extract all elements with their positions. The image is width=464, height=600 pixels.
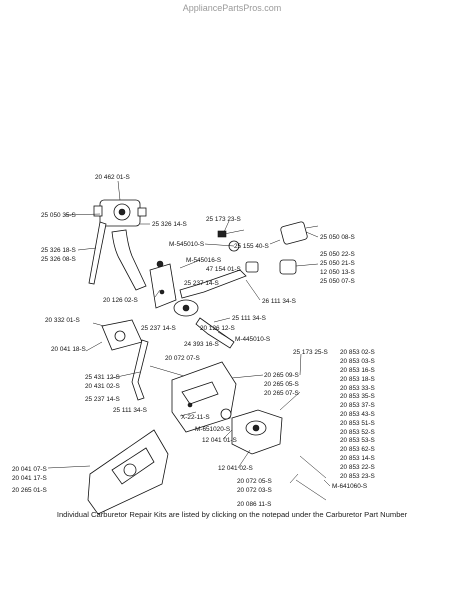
part-label[interactable]: 20 853 43-S: [340, 411, 375, 418]
part-label[interactable]: 20 853 53-S: [340, 437, 375, 444]
part-label[interactable]: 20 853 16-S: [340, 367, 375, 374]
part-label[interactable]: 26 111 34-S: [262, 298, 296, 305]
part-label[interactable]: M-545010-S: [169, 241, 204, 248]
part-label[interactable]: 25 111 34-S: [113, 407, 147, 414]
long-bolts[interactable]: [149, 365, 327, 501]
part-label[interactable]: 20 332 01-S: [45, 317, 80, 324]
part-label[interactable]: 20 853 33-S: [340, 385, 375, 392]
bent-tube[interactable]: [131, 339, 149, 401]
part-label[interactable]: 20 126 12-S: [200, 325, 235, 332]
carburetor-housing[interactable]: [171, 361, 237, 433]
part-label[interactable]: M-641060-S: [332, 483, 367, 490]
carburetor-assembly[interactable]: [220, 408, 283, 455]
part-label[interactable]: 20 126 02-S: [103, 297, 138, 304]
part-label[interactable]: 25 155 40-S: [234, 243, 269, 250]
throttle-rod[interactable]: [88, 221, 107, 285]
leader-lines: [47, 180, 331, 487]
part-label[interactable]: 20 265 07-S: [264, 390, 299, 397]
fuel-filter[interactable]: [269, 221, 319, 245]
fuel-line[interactable]: [179, 269, 247, 349]
air-filter-housing[interactable]: [87, 429, 169, 515]
part-label[interactable]: 20 041 17-S: [12, 475, 47, 482]
part-label[interactable]: 20 853 03-S: [340, 358, 375, 365]
part-label[interactable]: 25 237 14-S: [184, 280, 219, 287]
part-label[interactable]: 20 853 51-S: [340, 420, 375, 427]
part-label[interactable]: 20 853 62-S: [340, 446, 375, 453]
part-label[interactable]: 25 326 14-S: [152, 221, 187, 228]
part-label[interactable]: 20 431 02-S: [85, 383, 120, 390]
part-label[interactable]: 20 853 22-S: [340, 464, 375, 471]
part-label[interactable]: 12 041 02-S: [218, 465, 253, 472]
part-label[interactable]: 20 853 52-S: [340, 429, 375, 436]
part-label[interactable]: 20 853 14-S: [340, 455, 375, 462]
part-label[interactable]: 20 853 18-S: [340, 376, 375, 383]
part-label[interactable]: M-651020-S: [195, 426, 230, 433]
part-label[interactable]: 25 050 21-S: [320, 260, 355, 267]
part-label[interactable]: 20 265 05-S: [264, 381, 299, 388]
part-label[interactable]: 25 050 35-S: [41, 212, 76, 219]
part-label[interactable]: 20 072 03-S: [237, 487, 272, 494]
intake-elbow-hose[interactable]: [111, 229, 147, 291]
part-label[interactable]: 25 050 08-S: [320, 234, 355, 241]
part-label[interactable]: 25 050 22-S: [320, 251, 355, 258]
parts-drawing: [87, 199, 327, 515]
part-label[interactable]: 20 853 35-S: [340, 393, 375, 400]
part-label[interactable]: 20 853 02-S: [340, 349, 375, 356]
part-label[interactable]: 20 072 07-S: [165, 355, 200, 362]
watermark-text: AppliancePartsPros.com: [182, 3, 282, 13]
part-label[interactable]: 20 853 37-S: [340, 402, 375, 409]
part-label[interactable]: 25 431 12-S: [85, 374, 120, 381]
part-label[interactable]: 25 237 14-S: [141, 325, 176, 332]
part-label[interactable]: 25 326 08-S: [41, 256, 76, 263]
part-label[interactable]: M-545016-S: [186, 257, 221, 264]
mounting-bracket[interactable]: [149, 263, 177, 309]
part-label[interactable]: 25 173 23-S: [206, 216, 241, 223]
part-label[interactable]: 25 326 18-S: [41, 247, 76, 254]
part-label[interactable]: M-445010-S: [235, 336, 270, 343]
part-label[interactable]: 25 173 25-S: [293, 349, 328, 356]
part-label[interactable]: 24 393 16-S: [184, 341, 219, 348]
primer-bulb[interactable]: [173, 299, 199, 317]
part-label[interactable]: X-22-11-S: [181, 414, 210, 421]
small-screw[interactable]: [217, 229, 245, 238]
part-label[interactable]: 25 237 14-S: [85, 396, 120, 403]
part-label[interactable]: 20 462 01-S: [95, 174, 130, 181]
part-label[interactable]: 20 853 23-S: [340, 473, 375, 480]
adapter-plate[interactable]: [101, 319, 143, 351]
part-label[interactable]: 20 265 01-S: [12, 487, 47, 494]
part-label[interactable]: 20 041 07-S: [12, 466, 47, 473]
part-label[interactable]: 25 050 07-S: [320, 278, 355, 285]
part-label[interactable]: 12 041 01-S: [202, 437, 237, 444]
part-label[interactable]: 20 265 09-S: [264, 372, 299, 379]
carburetor-body[interactable]: [93, 199, 147, 227]
part-labels: 20 462 01-S 25 050 35-S 25 326 14-S 25 1…: [12, 174, 375, 508]
part-label[interactable]: 20 072 05-S: [237, 478, 272, 485]
part-label[interactable]: 12 050 13-S: [320, 269, 355, 276]
part-label[interactable]: 47 154 01-S: [206, 266, 241, 273]
repair-kit-footnote: Individual Carburetor Repair Kits are li…: [56, 510, 408, 519]
part-label[interactable]: 25 111 34-S: [232, 315, 266, 322]
part-label[interactable]: 20 086 11-S: [237, 501, 271, 508]
part-label[interactable]: 20 041 18-S: [51, 346, 86, 353]
